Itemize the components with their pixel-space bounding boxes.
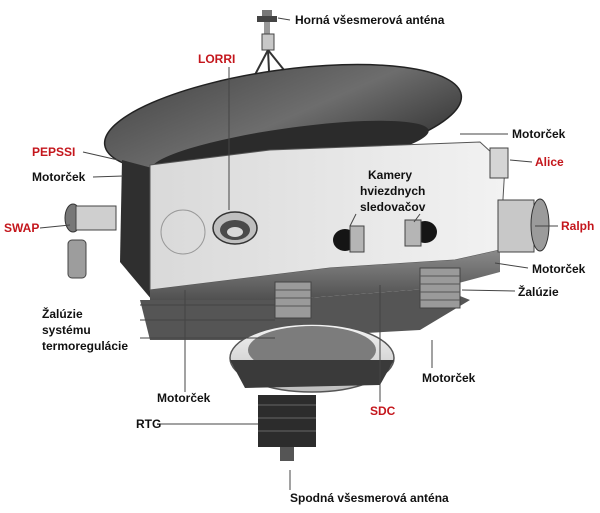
label-motorcek-right-mid: Motorček	[532, 262, 586, 276]
label-swap: SWAP	[4, 221, 39, 235]
label-sdc: SDC	[370, 404, 396, 418]
label-zaluzie-right: Žalúzie	[518, 284, 559, 299]
label-alice: Alice	[535, 155, 564, 169]
label-pepssi: PEPSSI	[32, 145, 75, 159]
label-zaluzie-left-3: termoregulácie	[42, 339, 128, 353]
top-antenna	[247, 10, 297, 93]
ralph-instrument	[497, 198, 550, 253]
label-motorcek-left-low: Motorček	[157, 391, 211, 405]
label-zaluzie-left-1: Žalúzie	[42, 306, 83, 321]
label-rtg: RTG	[136, 417, 161, 431]
rtg-unit	[258, 395, 316, 461]
label-horna-antena: Horná všesmerová anténa	[295, 13, 445, 27]
swap-instrument	[64, 203, 117, 279]
label-ralph: Ralph	[561, 219, 594, 233]
label-motorcek-right-top: Motorček	[512, 127, 566, 141]
alice-instrument	[489, 147, 509, 179]
adapter-ring	[229, 323, 395, 393]
label-kamery-3: sledovačov	[360, 200, 426, 214]
label-zaluzie-left-2: systému	[42, 323, 91, 337]
label-lorri: LORRI	[198, 52, 235, 66]
leader-lines	[39, 17, 558, 490]
label-motorcek-right-low: Motorček	[422, 371, 476, 385]
label-motorcek-left-top: Motorček	[32, 170, 86, 184]
label-spodna-antena: Spodná všesmerová anténa	[290, 491, 449, 505]
spacecraft-body	[120, 141, 506, 340]
label-kamery-1: Kamery	[368, 168, 412, 182]
label-kamery-2: hviezdnych	[360, 184, 425, 198]
